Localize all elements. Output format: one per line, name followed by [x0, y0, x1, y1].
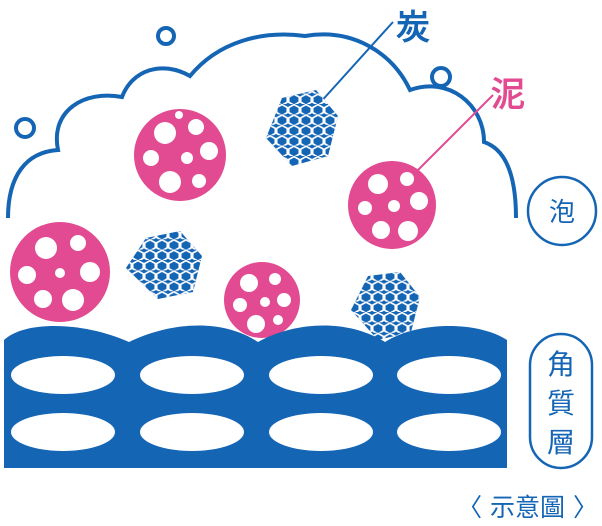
charcoal-particle-icon-2	[126, 231, 202, 299]
foam-cloud-outline	[6, 32, 518, 219]
diagram-caption: 〈 示意圖 〉	[457, 493, 598, 522]
bubble-icon-3	[430, 66, 452, 88]
stratum-corneum-layer	[4, 325, 507, 468]
foam-label: 泡	[549, 198, 575, 228]
stratum-char-1: 角	[547, 348, 575, 381]
mud-particle-icon-2	[10, 222, 110, 322]
skin-cell-row-bottom	[11, 413, 501, 451]
mud-particle-icon-1	[134, 109, 226, 201]
charcoal-label: 炭	[396, 8, 430, 48]
mud-label: 泥	[491, 75, 525, 115]
stratum-char-3: 層	[547, 426, 575, 459]
skin-cell-row-top	[11, 356, 501, 394]
stratum-corneum-badge: 角 質 層	[528, 332, 594, 470]
charcoal-pointer-line	[317, 21, 394, 106]
mud-pointer-line	[411, 94, 494, 177]
charcoal-particle-icon-1	[266, 90, 338, 166]
mud-particle-icon-3	[224, 262, 300, 338]
charcoal-particle-icon-3	[351, 272, 420, 340]
mud-particle-icon-4	[348, 161, 436, 249]
bubble-icon-2	[14, 117, 36, 139]
foam-badge: 泡	[526, 175, 598, 247]
bubble-icon-1	[156, 26, 176, 46]
stratum-char-2: 質	[547, 387, 575, 420]
